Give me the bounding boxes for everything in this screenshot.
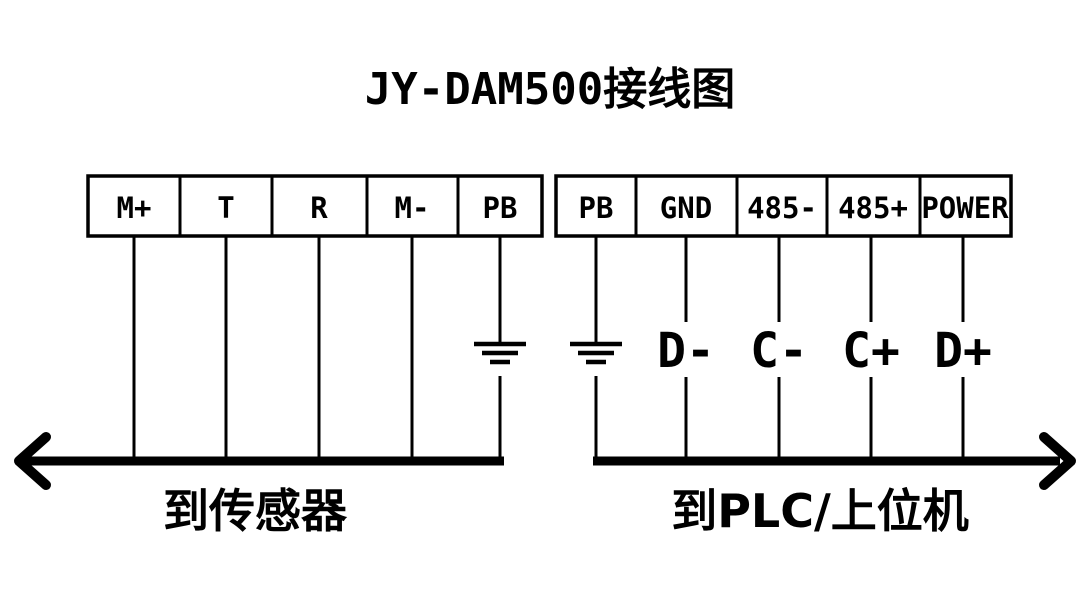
terminal-label-t: T bbox=[217, 191, 234, 225]
arrow-to-sensor: 到传感器 bbox=[14, 432, 504, 538]
terminal-block-left-outline bbox=[86, 174, 544, 238]
wires-plc-side: D- C- C+ D+ bbox=[594, 236, 992, 461]
signal-label-c-plus: C+ bbox=[842, 323, 900, 379]
destination-label-plc: 到PLC/上位机 bbox=[671, 484, 969, 538]
terminal-block-right-outline bbox=[554, 174, 1013, 238]
arrow-left-icon bbox=[14, 432, 51, 490]
terminal-block-left: M+ T R M- PB bbox=[86, 174, 544, 238]
terminal-label-gnd: GND bbox=[660, 191, 712, 225]
terminal-block-right: PB GND 485- 485+ POWER bbox=[554, 174, 1013, 238]
ground-icon bbox=[570, 341, 622, 365]
wires-sensor-side bbox=[132, 236, 502, 461]
arrow-to-plc: 到PLC/上位机 bbox=[593, 432, 1076, 538]
terminal-label-485-minus: 485- bbox=[747, 191, 817, 225]
terminal-label-m-plus: M+ bbox=[117, 191, 152, 225]
signal-label-c-minus: C- bbox=[750, 323, 808, 379]
terminal-label-pb-left: PB bbox=[483, 191, 518, 225]
terminal-label-power: POWER bbox=[921, 191, 1009, 225]
terminal-label-m-minus: M- bbox=[395, 191, 430, 225]
terminal-label-r: R bbox=[310, 191, 328, 225]
signal-label-d-plus: D+ bbox=[934, 323, 992, 379]
destination-label-sensor: 到传感器 bbox=[163, 484, 348, 538]
signal-label-d-minus: D- bbox=[657, 323, 715, 379]
ground-icon bbox=[474, 341, 526, 365]
arrow-right-icon bbox=[1039, 432, 1076, 490]
terminal-label-pb-right: PB bbox=[579, 191, 614, 225]
terminal-label-485-plus: 485+ bbox=[838, 191, 908, 225]
diagram-title: JY-DAM500接线图 bbox=[365, 64, 735, 115]
